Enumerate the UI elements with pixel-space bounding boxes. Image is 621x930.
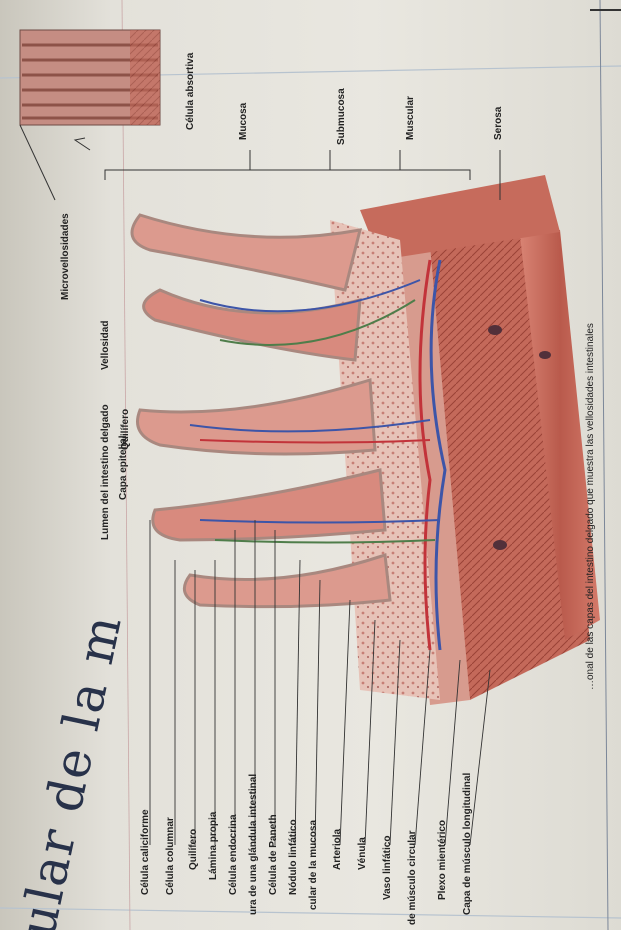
label-venule: Vénula	[357, 837, 368, 870]
label-arteriole: Arteriola	[332, 829, 343, 870]
microvilli-inset	[20, 30, 160, 200]
label-lymphatic-nodule: Nódulo linfático	[288, 819, 299, 895]
label-longitudinal-muscle: Capa de músculo longitudinal	[462, 773, 473, 915]
label-microvilli: Microvellosidades	[60, 213, 71, 300]
label-muscularis-mucosae: cular de la mucosa	[308, 820, 319, 910]
label-villus: Vellosidad	[100, 321, 111, 370]
label-lymphatic-vessel: Vaso linfático	[382, 836, 393, 900]
label-goblet-cell: Célula caliciforme	[140, 809, 151, 895]
label-muscularis: Muscular	[405, 96, 416, 140]
label-absorptive-cell: Célula absortiva	[185, 53, 196, 130]
label-serosa: Serosa	[493, 107, 504, 140]
figure-caption: …onal de las capas del intestino delgado…	[585, 323, 596, 690]
layer-brackets	[105, 150, 500, 200]
label-lacteal: Quilífero	[188, 829, 199, 870]
label-myenteric-plexus: Plexo mientérico	[437, 820, 448, 900]
label-endocrine-cell: Célula endocrina	[228, 814, 239, 895]
label-submucosa: Submucosa	[336, 88, 347, 145]
label-lumen: Lumen del intestino delgado	[100, 404, 111, 540]
label-mucosa: Mucosa	[238, 103, 249, 140]
label-intestinal-gland: ura de una glándula intestinal	[248, 774, 259, 915]
label-paneth-cell: Célula de Paneth	[268, 814, 279, 895]
label-lacteal-top: Quilífero	[120, 409, 131, 450]
label-columnar-cell: Célula columnar	[165, 817, 176, 895]
label-lamina-propria: Lámina propia	[208, 812, 219, 880]
label-circular-muscle: de músculo circular	[407, 831, 418, 925]
